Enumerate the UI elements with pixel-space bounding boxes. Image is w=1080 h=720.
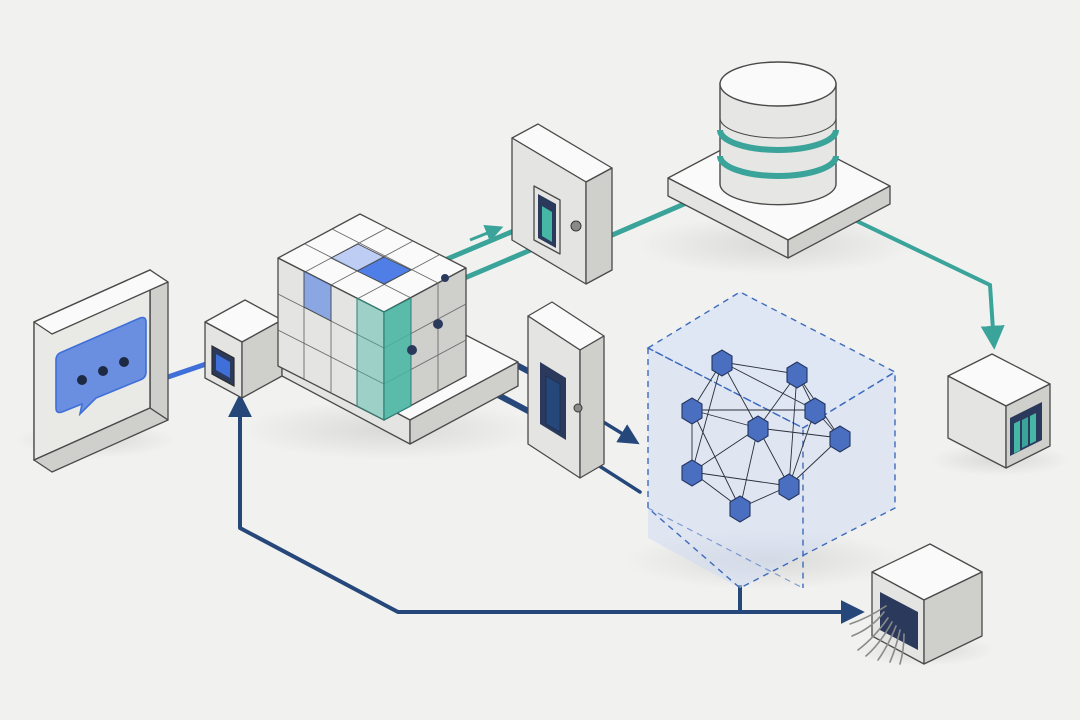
chat-bubble-icon	[55, 316, 147, 417]
cable-exit-box	[849, 543, 983, 665]
database-store	[667, 61, 891, 259]
top-gate-switch	[511, 123, 613, 285]
cable-bundle-icon	[849, 605, 905, 665]
connector-grid-to-top-gate-2	[457, 243, 543, 283]
connector-database-to-storage	[836, 210, 1005, 350]
lower-gate-switch	[527, 301, 605, 479]
neural-network-region	[646, 291, 897, 589]
storage-books-icon	[1010, 402, 1042, 456]
grid-cube-processor	[277, 213, 519, 445]
arrow-into-top-gate	[469, 224, 504, 242]
arrow-gate-to-network	[599, 418, 640, 445]
connector-chat-to-intake	[162, 359, 215, 381]
node-network-icon	[681, 349, 851, 523]
intake-port-box	[204, 299, 283, 399]
storage-box	[947, 353, 1051, 469]
feedback-loop-connector	[228, 393, 742, 614]
chat-input-panel	[33, 268, 169, 473]
database-cylinder-icon	[717, 61, 839, 206]
